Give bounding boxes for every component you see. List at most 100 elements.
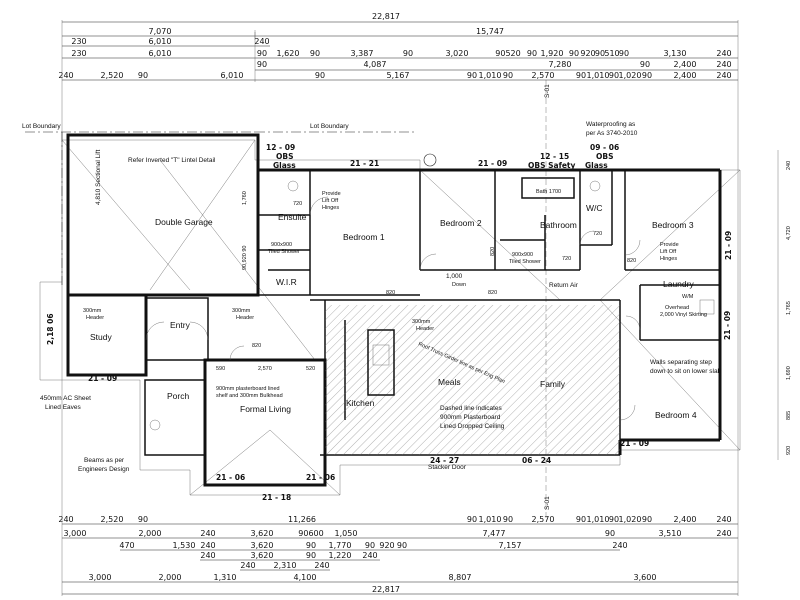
dim-r3-0: 230 (71, 37, 86, 46)
room-laundry: Laundry (663, 279, 694, 289)
size-720a: 720 (293, 201, 302, 207)
bdim-r1-1: 2,520 (101, 515, 124, 524)
note-garage-dim: 4,810 Sectional Lift (95, 150, 102, 205)
dim-r5-4: 2,400 (674, 60, 697, 69)
note-provide-lift-b3-2: Lift Off (660, 249, 677, 255)
dim-r4-16: 3,130 (664, 49, 687, 58)
room-porch: Porch (167, 391, 189, 401)
dim-r6-2: 90 (138, 71, 148, 80)
note-header-hall-1: 300mm (412, 319, 431, 325)
window-tag-w1-obs: OBS (276, 152, 294, 161)
toilet-ensuite (287, 180, 299, 192)
note-dashed-1: Dashed line indicates (440, 405, 503, 412)
window-tag-w11: 06 - 24 (522, 456, 551, 465)
room-entry: Entry (170, 320, 191, 330)
dim-r4-17: 240 (716, 49, 731, 58)
dim-overall-top: 22,817 (372, 12, 400, 21)
dim-r4-3: 1,620 (277, 49, 300, 58)
dim-r4-6: 90 (403, 49, 413, 58)
bdim-r3-3: 3,620 (251, 541, 274, 550)
window-tag-w4: 12 - 15 (540, 152, 569, 161)
bdim-r2-1: 2,000 (139, 529, 162, 538)
room-study: Study (90, 332, 112, 342)
note-provide-lift-2: Lift Off (322, 198, 339, 204)
bdim-r6-3: 4,100 (294, 573, 317, 582)
dim-r6-12: 90 (609, 71, 619, 80)
bdim-r1-10: 90 (609, 515, 619, 524)
dim-r6-8: 90 (503, 71, 513, 80)
note-overhead: Overhead (665, 305, 689, 311)
lot-boundary-left-label: Lot Boundary (22, 123, 61, 130)
dim-r6-4: 90 (315, 71, 325, 80)
bdim-overall: 22,817 (372, 585, 400, 594)
bdim-r1-8: 90 (576, 515, 586, 524)
dim-r6-11: 1,010 (587, 71, 610, 80)
bdim-r1-6: 90 (503, 515, 513, 524)
window-tags: 12 - 09 OBS Glass 21 - 21 21 - 09 12 - 1… (46, 143, 733, 502)
dim-r6-13: 1,020 (619, 71, 642, 80)
dim-top-7070: 7,070 (149, 27, 172, 36)
dim-r6-14: 90 (642, 71, 652, 80)
bdim-r3-7: 920 (379, 541, 394, 550)
bdim-r4-2: 90 (306, 551, 316, 560)
note-header-study-1: 300mm (83, 308, 102, 314)
window-tag-study: 2,18 06 (46, 313, 55, 345)
size-720c: 720 (593, 231, 602, 237)
dim-r4-7: 3,020 (446, 49, 469, 58)
room-bedroom3: Bedroom 3 (652, 220, 694, 230)
window-tag-w5-obs: OBS (596, 152, 614, 161)
dim-r4-10: 1,920 (541, 49, 564, 58)
guide-lines: S-01 S-01 (61, 20, 739, 596)
bottom-dimensions: 240 2,520 90 11,266 90 1,010 90 2,570 90… (58, 515, 738, 595)
bdim-r1-13: 2,400 (674, 515, 697, 524)
note-down-dim: 1,000 (446, 273, 463, 280)
rdim-4: 885 (786, 411, 792, 420)
bdim-r2-6: 7,477 (483, 529, 506, 538)
size-90920: 90,920 90 (242, 246, 248, 270)
size-2570: 2,570 (258, 366, 272, 372)
room-family: Family (540, 379, 566, 389)
note-bulkhead-2: shelf and 300mm Bulkhead (216, 393, 283, 399)
size-720b: 720 (562, 256, 571, 262)
bdim-r1-2: 90 (138, 515, 148, 524)
smoke-detector-icon (423, 153, 437, 167)
note-shower-bath-2: Tiled Shower (509, 259, 541, 265)
right-dimensions: 240 4,720 1,765 1,690 885 920 (777, 150, 792, 460)
room-bedroom4: Bedroom 4 (655, 410, 697, 420)
note-down: Down (452, 282, 466, 288)
room-bedroom2: Bedroom 2 (440, 218, 482, 228)
window-tag-w9: 24 - 27 (430, 456, 459, 465)
note-provide-lift-b3-1: Provide (660, 242, 679, 248)
size-590: 590 (216, 366, 225, 372)
dim-r4-12: 920 (580, 49, 595, 58)
dim-r6-3: 6,010 (221, 71, 244, 80)
size-520: 520 (306, 366, 315, 372)
kitchen-sink (372, 344, 390, 366)
note-dashed-2: 900mm Plasterboard (440, 414, 501, 421)
note-ac-sheet-1: 450mm AC Sheet (40, 395, 91, 402)
bdim-r5-2: 240 (314, 561, 329, 570)
dim-r6-0: 240 (58, 71, 73, 80)
note-bulkhead-1: 900mm plasterboard lined (216, 386, 280, 392)
dim-r6-1: 2,520 (101, 71, 124, 80)
window-tag-w5: 09 - 06 (590, 143, 619, 152)
room-bathroom: Bathroom (540, 220, 577, 230)
window-tag-w7: 21 - 09 (723, 311, 732, 340)
bdim-r2-9: 240 (716, 529, 731, 538)
bdim-r3-2: 240 (200, 541, 215, 550)
bdim-r6-4: 8,807 (449, 573, 472, 582)
size-1760: 1,760 (242, 191, 248, 205)
bdim-r2-7: 90 (605, 529, 615, 538)
dim-top-15747: 15,747 (476, 27, 504, 36)
bdim-r1-0: 240 (58, 515, 73, 524)
downpipe-icon (149, 419, 161, 431)
bdim-r6-1: 2,000 (159, 573, 182, 582)
note-provide-lift-b3-3: Hinges (660, 256, 677, 262)
bdim-r3-9: 7,157 (499, 541, 522, 550)
bdim-r3-1: 1,530 (173, 541, 196, 550)
bdim-r4-3: 1,220 (329, 551, 352, 560)
window-tag-w5-glass: Glass (585, 161, 608, 170)
bath-tub (521, 177, 575, 199)
